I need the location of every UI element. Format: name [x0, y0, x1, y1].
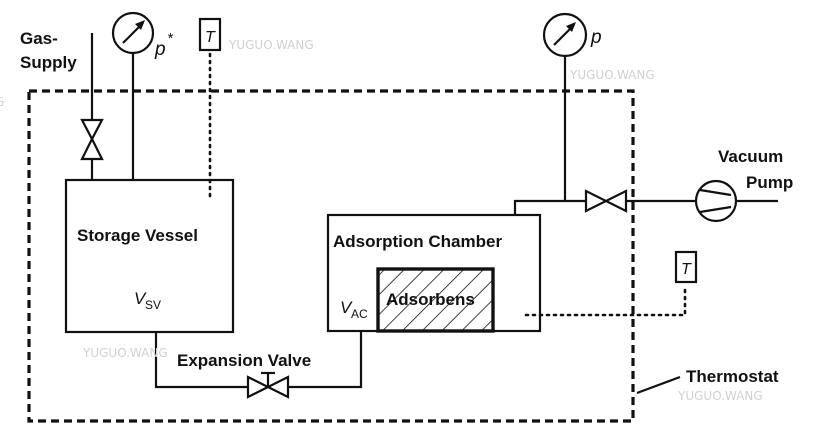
- watermark: YUGUO.WANG: [82, 346, 168, 360]
- thermometer-storage-icon: [198, 17, 222, 52]
- gas-supply-label: Gas-: [20, 29, 58, 48]
- vacuum-pump-label-2: Pump: [746, 173, 793, 192]
- vacuum-pump-label: Vacuum: [718, 147, 783, 166]
- chamber-volume-symbol: V: [340, 298, 353, 317]
- thermometer-label-chamber: T: [681, 261, 692, 278]
- watermark: YUGUO.WANG: [228, 38, 314, 52]
- expansion-valve-icon[interactable]: [246, 371, 290, 399]
- storage-volume-symbol: V: [134, 289, 147, 308]
- pressure-label-chamber: p: [590, 27, 602, 48]
- pressure-gauge-storage-icon: [111, 11, 155, 55]
- thermometer-chamber-icon: [674, 250, 698, 284]
- vacuum-valve-icon[interactable]: [584, 189, 628, 213]
- expansion-valve-label: Expansion Valve: [177, 351, 311, 370]
- storage-vessel: [64, 178, 235, 334]
- thermometer-label-storage: T: [205, 29, 216, 46]
- chamber-thermometer-probe: [524, 284, 687, 317]
- adsorption-chamber-label: Adsorption Chamber: [333, 232, 502, 251]
- watermark: YUGUO.WANG: [677, 389, 763, 403]
- expansion-line: [154, 331, 363, 389]
- thermostat-leader-line: [636, 375, 681, 395]
- pressure-label-storage: p: [154, 39, 166, 60]
- adsorbens-label: Adsorbens: [386, 290, 475, 309]
- pressure-label-storage-sup: *: [167, 30, 174, 47]
- gas-supply-valve-icon[interactable]: [80, 118, 104, 161]
- watermark: G: [0, 95, 4, 109]
- thermostat-label: Thermostat: [686, 367, 779, 386]
- storage-volume-subscript: SV: [145, 298, 161, 312]
- gas-supply-label-2: Supply: [20, 53, 77, 72]
- storage-vessel-label: Storage Vessel: [77, 226, 198, 245]
- adsorbens-bed: [376, 267, 495, 333]
- pressure-gauge-chamber-icon: [542, 12, 588, 58]
- vacuum-line: [513, 199, 778, 215]
- vacuum-pump-icon[interactable]: [694, 179, 738, 223]
- chamber-volume-subscript: AC: [351, 307, 368, 321]
- watermark: YUGUO.WANG: [569, 68, 655, 82]
- thermostat-enclosure: [27, 89, 635, 423]
